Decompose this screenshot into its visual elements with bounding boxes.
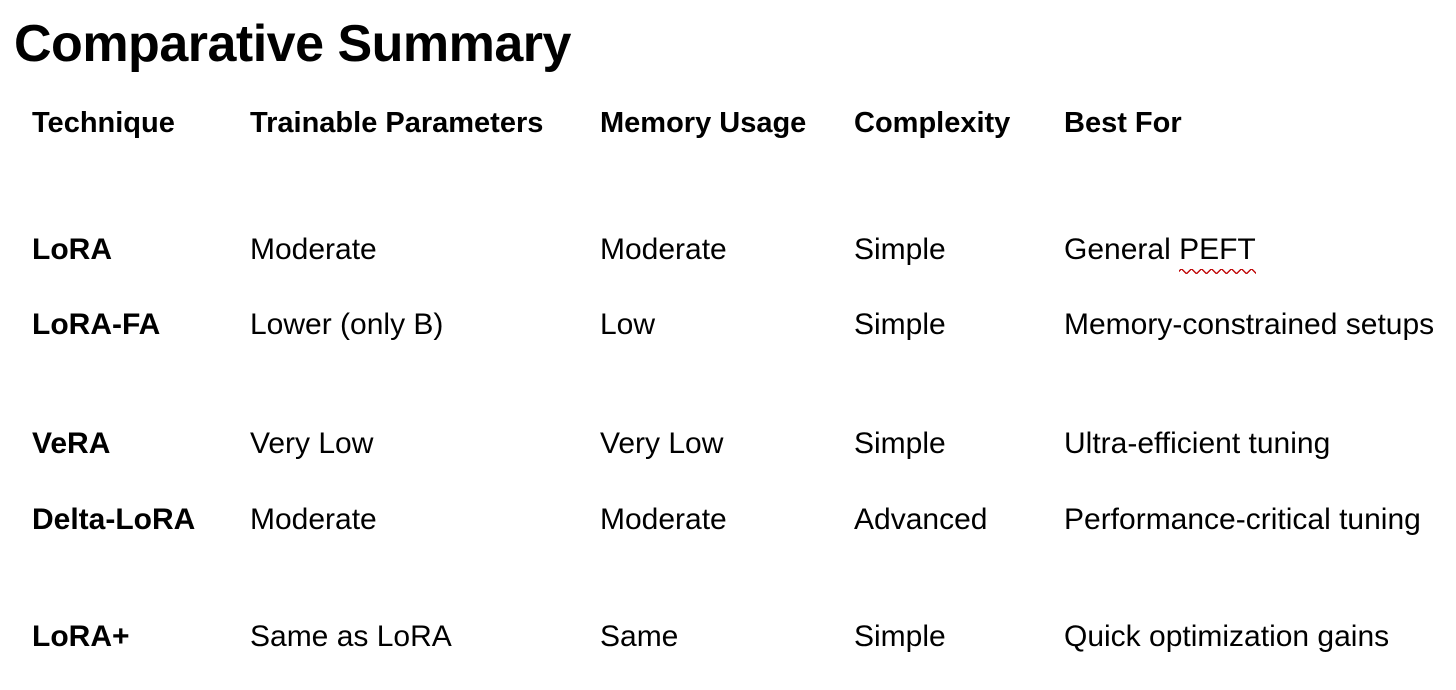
table-header-row: Technique Trainable Parameters Memory Us… — [0, 104, 1456, 154]
spellcheck-misspelled-word: PEFT — [1179, 229, 1256, 274]
cell-complexity: Simple — [854, 427, 946, 460]
table-row: VeRA Very Low Very Low Simple Ultra-effi… — [0, 423, 1456, 471]
cell-best-for: Ultra-efficient tuning — [1064, 427, 1331, 460]
cell-trainable-parameters: Moderate — [250, 233, 377, 266]
cell-best-for-prefix: General — [1064, 233, 1180, 266]
cell-trainable-parameters: Very Low — [250, 427, 374, 460]
cell-complexity: Simple — [854, 308, 946, 341]
cell-memory-usage: Low — [600, 308, 656, 341]
column-header-best-for: Best For — [1064, 107, 1182, 139]
cell-trainable-parameters: Same as LoRA — [250, 620, 452, 653]
cell-memory-usage: Moderate — [600, 233, 727, 266]
column-header-technique: Technique — [32, 107, 175, 139]
page-title: Comparative Summary — [14, 15, 571, 73]
cell-best-for: General PEFT — [1064, 229, 1456, 274]
cell-trainable-parameters: Moderate — [250, 503, 377, 536]
cell-complexity: Simple — [854, 233, 946, 266]
cell-best-for: Performance-critical tuning — [1064, 503, 1421, 536]
cell-technique: LoRA — [32, 233, 112, 266]
column-header-complexity: Complexity — [854, 107, 1011, 139]
cell-best-for: Quick optimization gains — [1064, 620, 1390, 653]
table-row: LoRA+ Same as LoRA Same Simple Quick opt… — [0, 616, 1456, 664]
cell-memory-usage: Very Low — [600, 427, 724, 460]
table-row: LoRA-FA Lower (only B) Low Simple Memory… — [0, 304, 1456, 394]
column-header-trainable-parameters: Trainable Parameters — [250, 107, 544, 139]
cell-technique: LoRA+ — [32, 620, 130, 653]
table-row: Delta-LoRA Moderate Moderate Advanced Pe… — [0, 499, 1456, 547]
cell-memory-usage: Moderate — [600, 503, 727, 536]
column-header-memory-usage: Memory Usage — [600, 107, 807, 139]
cell-technique: LoRA-FA — [32, 308, 161, 341]
table-row: LoRA Moderate Moderate Simple General PE… — [0, 229, 1456, 277]
cell-technique: VeRA — [32, 427, 111, 460]
cell-technique: Delta-LoRA — [32, 503, 196, 536]
cell-complexity: Simple — [854, 620, 946, 653]
cell-trainable-parameters: Lower (only B) — [250, 308, 444, 341]
cell-memory-usage: Same — [600, 620, 679, 653]
cell-complexity: Advanced — [854, 503, 988, 536]
cell-best-for: Memory-constrained setups — [1064, 308, 1435, 341]
